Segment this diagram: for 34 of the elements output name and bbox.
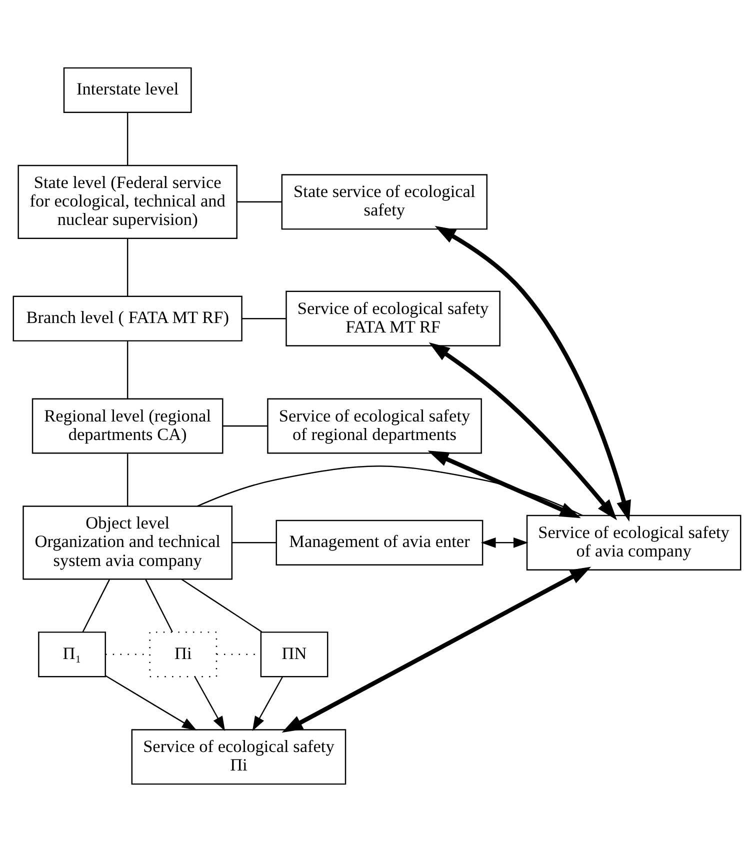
connector [242,318,286,320]
connector [145,579,173,632]
node-box: Π₁ [38,632,106,678]
node-box: Object level Organization and technical system avia company [22,506,233,580]
connector [197,466,583,516]
arrow [282,566,592,733]
node-box: Service of ecological safety FATA MT RF [286,290,500,346]
node-box: Management of avia enter [276,520,484,566]
node-box: Πi [149,632,218,678]
connector [126,341,128,399]
connector [232,542,276,544]
node-box: Service of ecological safety of regional departments [267,398,482,454]
connector [126,454,128,506]
connector [223,425,268,427]
connector [82,579,110,632]
connector [126,112,128,166]
node-box: State level (Federal service for ecological, technical and nuclear supervision) [18,164,238,239]
node-box: Regional level (regional departments CA) [32,398,224,454]
arrow [105,675,197,731]
connector [236,201,282,203]
connector [181,578,262,632]
node-box: ΠN [260,632,328,678]
arrow [252,676,284,732]
node-box: Interstate level [63,67,192,113]
arrow [428,342,618,520]
node-box: State service of ecological safety [281,174,488,230]
node-box: Service of ecological safety of avia company [526,514,742,570]
arrow [194,676,226,732]
connector [126,238,128,296]
arrow [428,450,581,518]
node-box: Service of ecological safety Πi [131,729,346,785]
arrow [480,537,528,548]
node-box: Branch level ( FATA MT RF) [12,296,242,342]
arrow [434,226,631,522]
